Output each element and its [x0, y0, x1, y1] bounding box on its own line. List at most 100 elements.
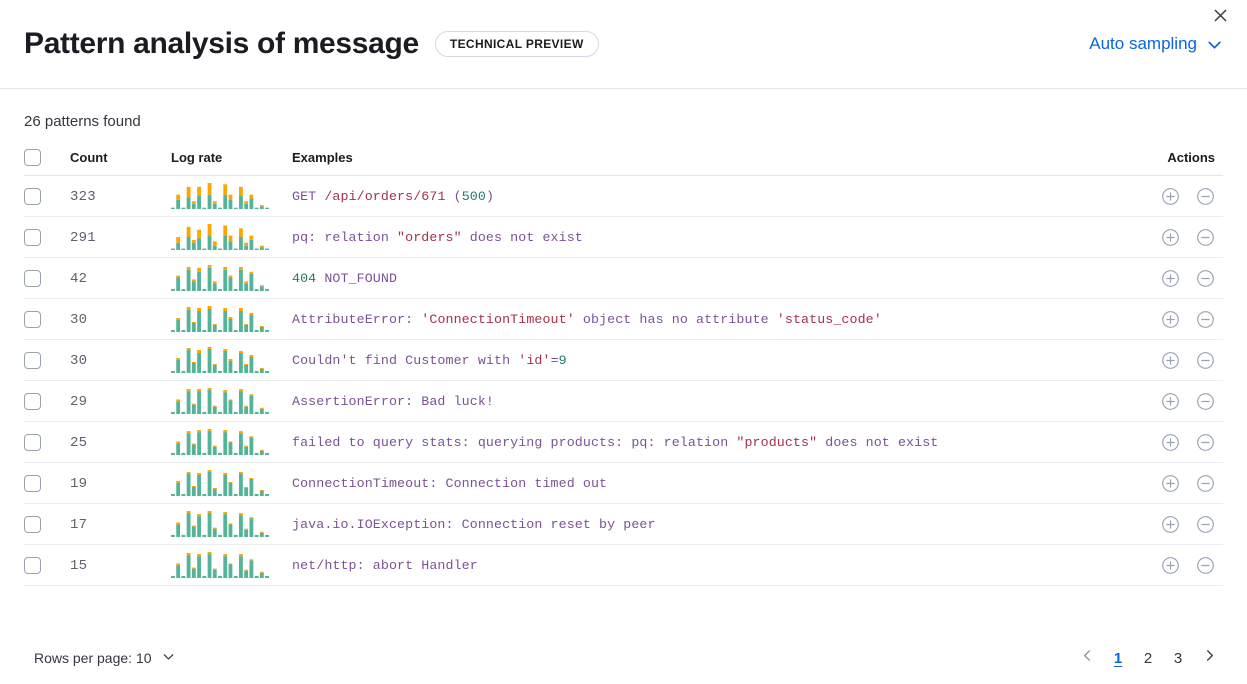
- example-text: AssertionError: Bad luck!: [292, 394, 494, 409]
- close-icon[interactable]: [1207, 2, 1233, 28]
- table-row[interactable]: 29 AssertionError: Bad luck!: [24, 380, 1223, 422]
- table-header-row: Count Log rate Examples Actions: [24, 143, 1223, 176]
- pagination-page-2[interactable]: 2: [1143, 649, 1153, 667]
- pagination-page-3[interactable]: 3: [1173, 649, 1183, 667]
- circle-plus-icon[interactable]: [1161, 310, 1180, 329]
- auto-sampling-dropdown[interactable]: Auto sampling: [1089, 34, 1223, 54]
- count-cell: 19: [70, 462, 171, 504]
- row-select-cell: [24, 298, 70, 340]
- pagination-next-button[interactable]: [1195, 644, 1223, 672]
- circle-minus-icon[interactable]: [1196, 433, 1215, 452]
- column-header-examples[interactable]: Examples: [292, 143, 1113, 176]
- count-value: 42: [70, 271, 88, 287]
- example-cell: net/http: abort Handler: [292, 544, 1113, 586]
- circle-plus-icon[interactable]: [1161, 556, 1180, 575]
- log-rate-sparkline: [171, 222, 292, 252]
- example-text: net/http: abort Handler: [292, 558, 478, 573]
- column-header-count[interactable]: Count: [70, 143, 171, 176]
- example-cell: java.io.IOException: Connection reset by…: [292, 503, 1113, 545]
- count-cell: 29: [70, 380, 171, 422]
- example-text: GET /api/orders/671 (500): [292, 189, 495, 204]
- row-select-checkbox[interactable]: [24, 310, 41, 328]
- row-select-checkbox[interactable]: [24, 269, 41, 287]
- circle-minus-icon[interactable]: [1196, 228, 1215, 247]
- example-cell: 404 NOT_FOUND: [292, 257, 1113, 299]
- column-header-log-rate[interactable]: Log rate: [171, 143, 292, 176]
- circle-plus-icon[interactable]: [1161, 228, 1180, 247]
- circle-plus-icon[interactable]: [1161, 474, 1180, 493]
- row-select-checkbox[interactable]: [24, 351, 41, 369]
- row-select-checkbox[interactable]: [24, 392, 41, 410]
- auto-sampling-label: Auto sampling: [1089, 34, 1197, 53]
- circle-minus-icon[interactable]: [1196, 351, 1215, 370]
- log-rate-cell: [171, 462, 292, 504]
- table-row[interactable]: 17 java.io.IOException: Connection reset …: [24, 503, 1223, 545]
- row-select-checkbox[interactable]: [24, 187, 41, 205]
- circle-plus-icon[interactable]: [1161, 433, 1180, 452]
- row-select-checkbox[interactable]: [24, 556, 41, 574]
- row-select-checkbox[interactable]: [24, 515, 41, 533]
- circle-plus-icon[interactable]: [1161, 351, 1180, 370]
- row-select-cell: [24, 503, 70, 545]
- circle-plus-icon[interactable]: [1161, 515, 1180, 534]
- select-all-checkbox[interactable]: [24, 149, 41, 166]
- table-row[interactable]: 42 404 NOT_FOUND: [24, 257, 1223, 299]
- rows-per-page-selector[interactable]: Rows per page: 10: [24, 645, 184, 671]
- count-value: 19: [70, 476, 88, 492]
- pagination-previous-button[interactable]: [1073, 644, 1101, 672]
- select-all-header: [24, 143, 70, 176]
- count-value: 29: [70, 394, 88, 410]
- column-header-actions: Actions: [1113, 143, 1223, 176]
- actions-cell: [1113, 298, 1223, 340]
- circle-minus-icon[interactable]: [1196, 392, 1215, 411]
- table-footer: Rows per page: 10 1 2 3: [0, 632, 1247, 684]
- table-row[interactable]: 19 ConnectionTimeout: Connection timed ou…: [24, 462, 1223, 504]
- log-rate-cell: [171, 257, 292, 299]
- table-row[interactable]: 30 AttributeError: 'ConnectionTimeout' ob…: [24, 298, 1223, 340]
- actions-cell: [1113, 257, 1223, 299]
- count-cell: 17: [70, 503, 171, 545]
- row-select-checkbox[interactable]: [24, 228, 41, 246]
- flyout-body: 26 patterns found Count Log rate Example…: [0, 89, 1247, 586]
- circle-minus-icon[interactable]: [1196, 187, 1215, 206]
- rows-per-page-label: Rows per page: 10: [34, 650, 152, 666]
- log-rate-cell: [171, 298, 292, 340]
- example-cell: Couldn't find Customer with 'id'=9: [292, 339, 1113, 381]
- circle-plus-icon[interactable]: [1161, 269, 1180, 288]
- pagination-page-1[interactable]: 1: [1113, 649, 1123, 667]
- example-cell: pq: relation "orders" does not exist: [292, 216, 1113, 258]
- count-cell: 25: [70, 421, 171, 463]
- count-value: 30: [70, 312, 88, 328]
- log-rate-cell: [171, 216, 292, 258]
- example-cell: AttributeError: 'ConnectionTimeout' obje…: [292, 298, 1113, 340]
- example-text: ConnectionTimeout: Connection timed out: [292, 476, 608, 491]
- circle-minus-icon[interactable]: [1196, 269, 1215, 288]
- circle-minus-icon[interactable]: [1196, 310, 1215, 329]
- count-cell: 30: [70, 339, 171, 381]
- row-select-cell: [24, 544, 70, 586]
- actions-cell: [1113, 421, 1223, 463]
- log-rate-cell: [171, 544, 292, 586]
- example-text: AttributeError: 'ConnectionTimeout' obje…: [292, 312, 882, 327]
- log-rate-cell: [171, 380, 292, 422]
- table-row[interactable]: 30 Couldn't find Customer with 'id'=9: [24, 339, 1223, 381]
- chevron-down-icon: [161, 649, 176, 667]
- example-text: Couldn't find Customer with 'id'=9: [292, 353, 567, 368]
- circle-plus-icon[interactable]: [1161, 187, 1180, 206]
- circle-minus-icon[interactable]: [1196, 515, 1215, 534]
- log-rate-cell: [171, 339, 292, 381]
- row-select-checkbox[interactable]: [24, 433, 41, 451]
- actions-cell: [1113, 339, 1223, 381]
- circle-plus-icon[interactable]: [1161, 392, 1180, 411]
- circle-minus-icon[interactable]: [1196, 556, 1215, 575]
- log-rate-sparkline: [171, 509, 292, 539]
- row-select-cell: [24, 175, 70, 217]
- circle-minus-icon[interactable]: [1196, 474, 1215, 493]
- row-select-checkbox[interactable]: [24, 474, 41, 492]
